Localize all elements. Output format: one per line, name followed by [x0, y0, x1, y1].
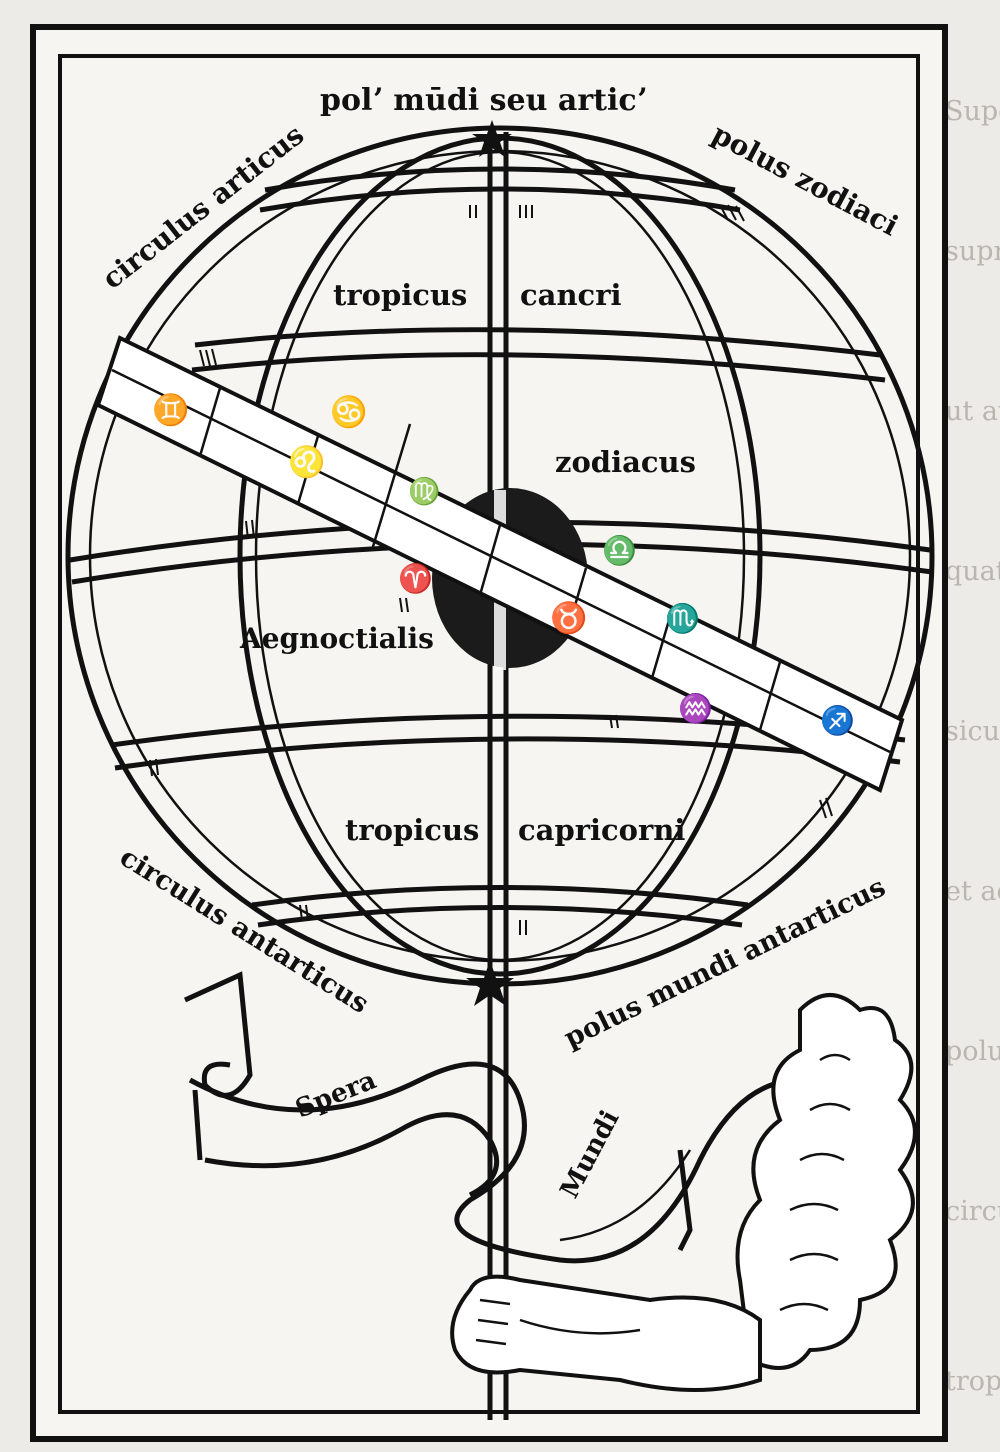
tropic-capricorn-label-b: capricorni: [518, 813, 685, 847]
zodiac-sign-leo: ♌: [288, 444, 325, 480]
zodiac-band: [95, 335, 905, 793]
bleed-line: Superficies quidem omnibus ipsis quae mu…: [945, 96, 1000, 127]
arctic-circle: [264, 166, 736, 193]
zodiac-signs: ♊ ♋ ♌ ♍ ♈ ♉ ♎ ♏ ♒ ♐: [152, 392, 855, 737]
north-pole-label: polʼ mūdi seu articʼ: [320, 83, 647, 118]
tropic-of-cancer: [194, 327, 881, 358]
zodiac-belt: [95, 335, 905, 793]
bleed-line: circulus vero antarcticus et sui polus: [945, 1196, 1000, 1227]
zodiac-sign-scorpio: ♏: [665, 602, 700, 635]
zodiac-label: zodiacus: [555, 445, 696, 479]
tropic-cancer-label-a: tropicus: [333, 278, 467, 312]
bleed-through-text: Superficies quidem omnibus ipsis quae mu…: [945, 96, 1000, 1397]
zodiac-sign-aquarius: ♒: [678, 692, 713, 725]
tropic-capricorn-label-a: tropicus: [345, 813, 479, 847]
ring-hatching: [149, 204, 833, 935]
zodiac-sign-libra: ♎: [602, 534, 637, 567]
bleed-line: et aequinoctialis circulus dividit sphae…: [945, 876, 1000, 907]
tropic-cancer-label-b: cancri: [520, 278, 622, 312]
cloud-icon: [735, 993, 917, 1370]
equator-label: Aegnoctialis: [239, 622, 434, 655]
hand-icon: [450, 1274, 762, 1392]
bleed-line: ut autem sphaera mundi perfecte cognosca…: [945, 396, 1000, 427]
zodiac-sign-gemini: ♊: [152, 392, 189, 428]
bleed-line: sicut in hac figura manifeste videri pot…: [945, 716, 1000, 747]
sphere-rings: [65, 125, 935, 1420]
zodiac-sign-sagittarius: ♐: [820, 704, 855, 737]
zodiac-sign-aries: ♈: [398, 562, 433, 595]
bleed-line: polus mundi arcticus semper nobis appare…: [945, 1036, 1000, 1067]
bleed-line: supra et in circuitu zodiaci ceterorumqu…: [945, 236, 1000, 267]
zodiac-sign-cancer: ♋: [330, 394, 367, 430]
antarctic-circle: [251, 885, 749, 908]
zodiac-sign-taurus: ♉: [550, 600, 587, 636]
north-pole-star-icon: [472, 120, 512, 157]
zodiac-sign-virgo: ♍: [408, 476, 440, 507]
bleed-line: quatuor et aliae circulares lineae dicun…: [945, 556, 1000, 587]
bleed-line: tropicus cancri et capricorni sunt paral…: [945, 1366, 1000, 1397]
south-pole-star-icon: [466, 960, 514, 1006]
